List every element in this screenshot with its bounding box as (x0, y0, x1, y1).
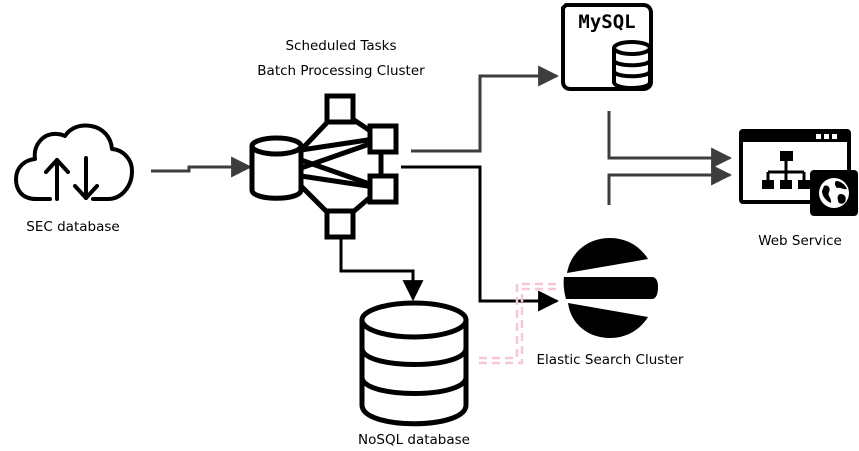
sec-database-label: SEC database (26, 219, 120, 235)
database-stack-icon (359, 300, 469, 427)
mysql-database-icon: MySQL (561, 2, 653, 91)
cluster-network-icon (249, 93, 399, 240)
web-service-label: Web Service (758, 233, 842, 249)
web-service-icon (739, 129, 858, 216)
edge-mysql-to-web (607, 111, 733, 169)
edge-batch-to-elastic (401, 165, 560, 312)
svg-text:MySQL: MySQL (578, 11, 635, 33)
batch-cluster-label: Batch Processing Cluster (257, 63, 425, 79)
edge-sec-to-batch (151, 156, 253, 178)
elastic-search-label: Elastic Search Cluster (536, 352, 684, 368)
edge-batch-to-mysql (411, 65, 560, 153)
edge-elastic-to-web (607, 164, 733, 205)
elasticsearch-icon (563, 238, 658, 338)
edge-nosql-elastic-dashed (479, 282, 559, 365)
cloud-sync-icon (14, 123, 134, 201)
scheduled-tasks-label: Scheduled Tasks (285, 38, 397, 54)
nosql-database-label: NoSQL database (358, 432, 470, 448)
edge-batch-to-nosql (339, 238, 424, 302)
